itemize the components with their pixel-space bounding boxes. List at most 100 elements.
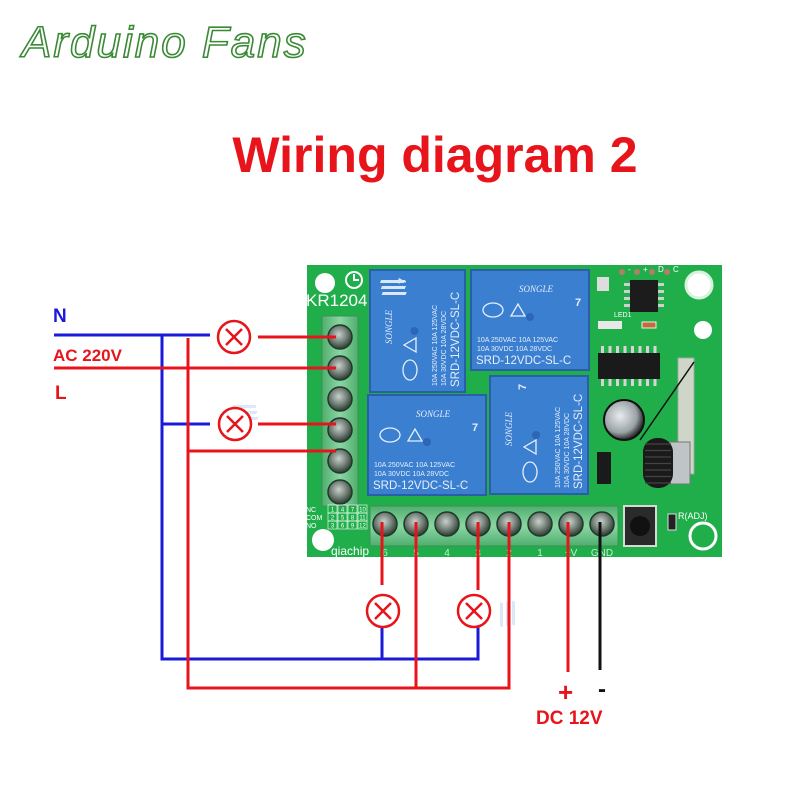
terminal-screw[interactable] xyxy=(558,511,584,537)
board-brand: qiachip xyxy=(331,544,369,558)
relay-rating: 10A 30VDC 10A 28VDC xyxy=(564,413,571,488)
relay-2: SONGLE 7 10A 250VAC 10A 125VAC 10A 30VDC 10… xyxy=(379,269,590,371)
contact-number: 8 xyxy=(351,516,355,522)
cqc-icon xyxy=(482,302,504,318)
board-model: KR1204 xyxy=(306,291,367,310)
learn-button-cap[interactable] xyxy=(630,516,650,536)
contact-number: 6 xyxy=(341,524,345,530)
terminal-label: GND xyxy=(591,548,613,559)
cqc-icon xyxy=(522,461,538,483)
header-pin xyxy=(619,269,625,275)
relay-ul-mark: 7 xyxy=(472,422,478,434)
mount-hole xyxy=(684,270,714,300)
relay-ul-mark: 7 xyxy=(575,297,581,309)
diode xyxy=(597,452,611,484)
lamps xyxy=(216,319,492,629)
decoder-ic xyxy=(630,280,658,312)
dc-plus-label: + xyxy=(558,677,573,707)
terminal-label: +V xyxy=(565,548,578,559)
contact-number: 10 xyxy=(359,508,366,514)
terminal-screw[interactable] xyxy=(327,479,353,505)
relay-3: SONGLE 7 10A 250VAC 10A 125VAC 10A 30VDC 10… xyxy=(231,394,487,496)
contact-number: 5 xyxy=(341,516,345,522)
mount-hole xyxy=(688,521,718,551)
header-pin xyxy=(634,269,640,275)
relay-brand: SONGLE xyxy=(519,284,554,294)
relay-brand: SONGLE xyxy=(416,409,451,419)
warning-icon xyxy=(522,438,537,456)
terminal-screw[interactable] xyxy=(527,511,553,537)
terminal-screw[interactable] xyxy=(589,511,615,537)
watermark: Arduino Fans xyxy=(21,17,308,68)
relay-rating: 10A 30VDC 10A 28VDC xyxy=(374,471,449,478)
smd-component xyxy=(597,277,609,291)
relay-body xyxy=(470,269,590,371)
lamp-1 xyxy=(216,319,252,355)
terminal-screw[interactable] xyxy=(372,511,398,537)
relay-rating: 10A 250VAC 10A 125VAC xyxy=(555,407,562,488)
header-pin xyxy=(664,269,670,275)
terminal-label: 6 xyxy=(382,548,388,559)
relay-rating: 10A 250VAC 10A 125VAC xyxy=(432,305,439,386)
relay-model: SRD-12VDC-SL-C xyxy=(373,480,468,492)
warning-icon xyxy=(406,427,424,442)
header-pin-label: C xyxy=(673,265,679,274)
contact-number: 3 xyxy=(331,524,335,530)
header-pin-label: + xyxy=(643,265,648,274)
resistor xyxy=(641,321,657,329)
contact-row-label: NO xyxy=(306,523,317,530)
relay-driver-ic xyxy=(598,353,660,379)
led xyxy=(598,321,622,329)
antenna-coil xyxy=(643,438,673,488)
relay-rating: 10A 30VDC 10A 28VDC xyxy=(477,346,552,353)
terminal-screw[interactable] xyxy=(327,417,353,443)
relay-brand: SONGLE xyxy=(384,309,394,344)
contact-row-label: COM xyxy=(306,515,323,522)
neutral-bus xyxy=(160,335,480,661)
dc-minus-label: - xyxy=(598,676,606,703)
diagram-title: Wiring diagram 2 xyxy=(232,127,638,183)
live-label: L xyxy=(55,383,67,404)
relay-model: SRD-12VDC-SL-C xyxy=(476,355,571,367)
terminal-screw[interactable] xyxy=(327,448,353,474)
terminal-label: 4 xyxy=(444,548,450,559)
dc-voltage-label: DC 12V xyxy=(536,708,603,729)
terminal-screw[interactable] xyxy=(434,511,460,537)
contact-number: 11 xyxy=(359,516,366,522)
mount-hole xyxy=(694,321,712,339)
contact-number: 7 xyxy=(351,508,355,514)
lamp-3 xyxy=(365,593,401,629)
lamp-4 xyxy=(456,593,492,629)
warning-icon xyxy=(402,336,417,354)
cqc-icon xyxy=(402,359,418,381)
header-pin-label: - xyxy=(628,265,631,274)
relay-rating: 10A 250VAC 10A 125VAC xyxy=(477,337,558,344)
header-pin xyxy=(649,269,655,275)
contact-number: 12 xyxy=(359,524,366,530)
contact-number: 2 xyxy=(331,516,335,522)
relay-rating: 10A 30VDC 10A 28VDC xyxy=(441,311,448,386)
warning-icon xyxy=(509,302,527,317)
live-bus xyxy=(186,338,511,690)
led-label: LED1 xyxy=(614,312,632,319)
cqc-icon xyxy=(379,427,401,443)
neutral-label: N xyxy=(53,306,67,327)
relay-brand: SONGLE xyxy=(504,411,514,446)
lamp-2 xyxy=(217,406,253,442)
terminal-screw[interactable] xyxy=(327,386,353,412)
relay-model: SRD-12VDC-SL-C xyxy=(573,394,585,489)
capacitor xyxy=(603,399,645,441)
antenna-wire xyxy=(639,361,695,441)
ac-voltage-label: AC 220V xyxy=(53,346,123,365)
adj-resistor xyxy=(667,513,677,531)
clock-icon xyxy=(345,271,363,289)
relay-rating: 10A 250VAC 10A 125VAC xyxy=(374,462,455,469)
contact-number: 9 xyxy=(351,524,355,530)
mount-hole xyxy=(315,273,335,293)
